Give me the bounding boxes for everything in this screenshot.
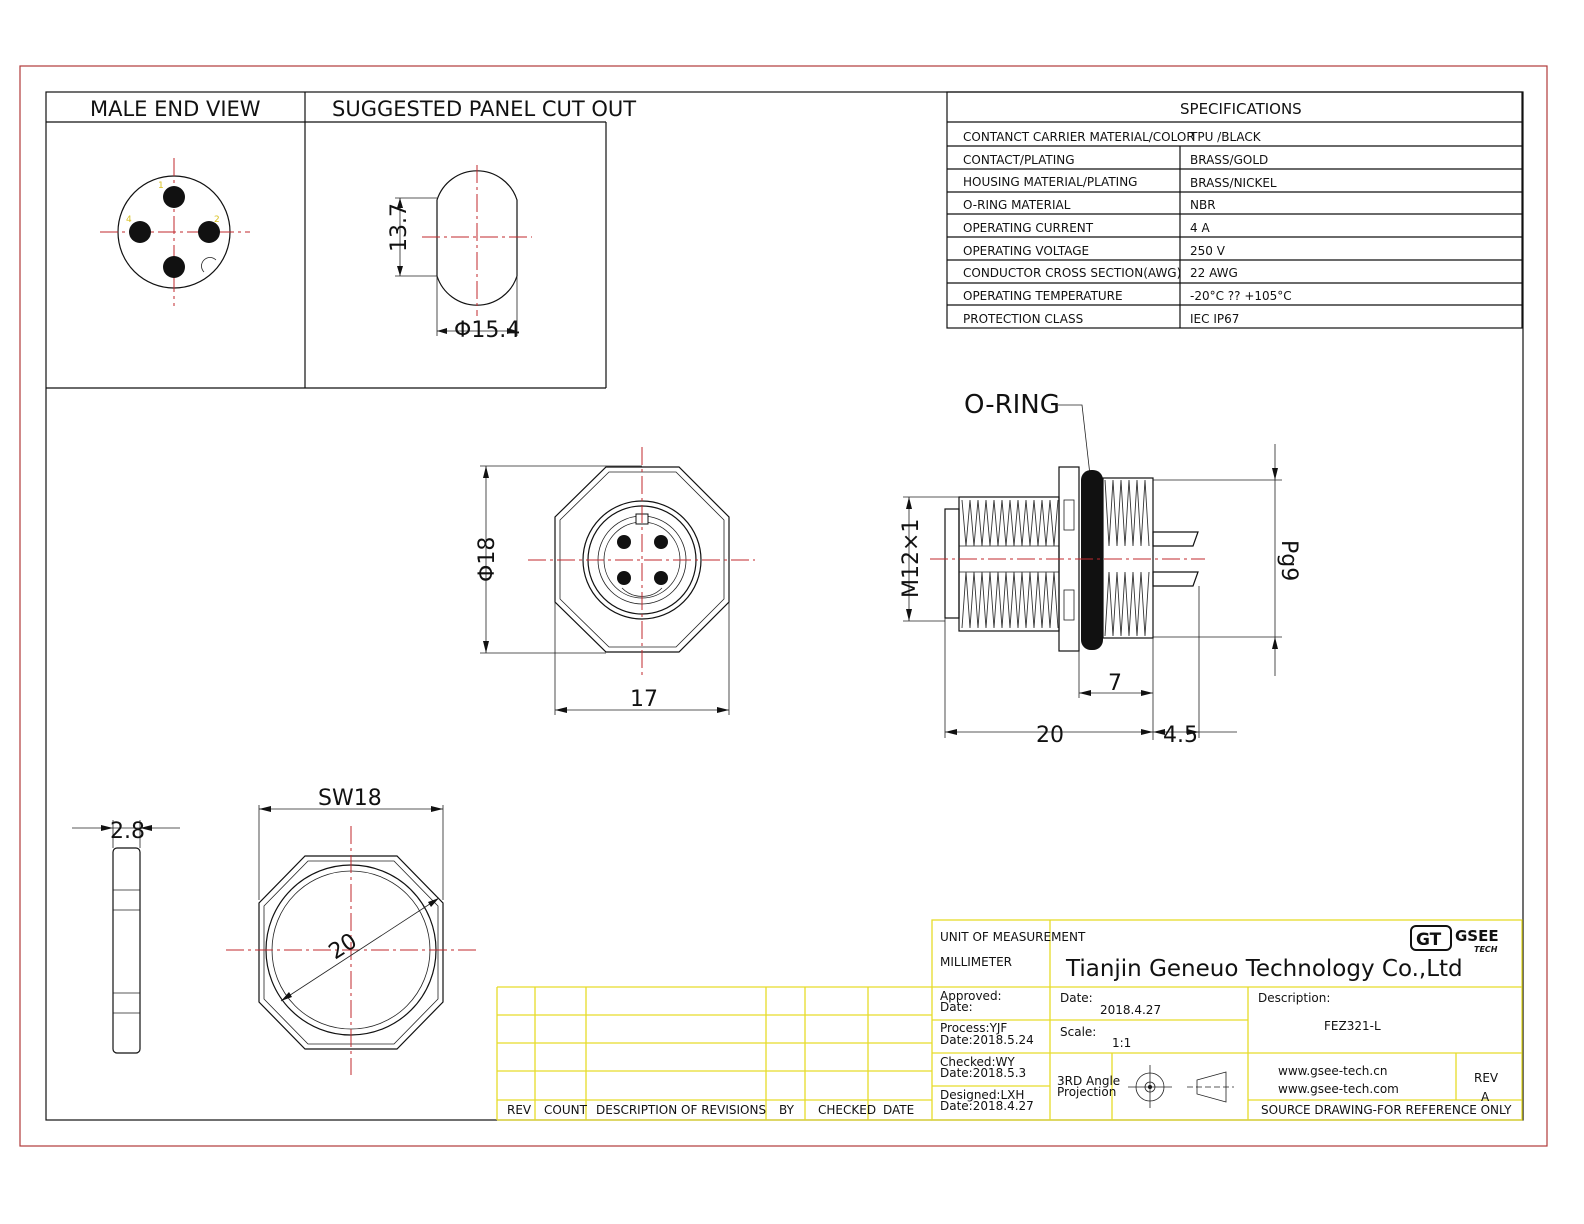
projection-label: 3RD Angle [1057, 1074, 1120, 1088]
spec-label: OPERATING VOLTAGE [963, 244, 1089, 258]
cutout-diameter-dim: Φ15.4 [454, 318, 520, 343]
spec-value: -20°C ?? +105°C [1190, 289, 1292, 303]
spec-value: TPU /BLACK [1189, 130, 1262, 144]
svg-text:2: 2 [214, 215, 220, 225]
spec-value: 250 V [1190, 244, 1226, 258]
logo-mark: GT [1416, 930, 1442, 950]
spec-value: 4 A [1190, 221, 1210, 235]
spec-label: CONDUCTOR CROSS SECTION(AWG) [963, 266, 1181, 280]
top-left-views: MALE END VIEW SUGGESTED PANEL CUT OUT 1 … [46, 92, 636, 389]
website-cn: www.gsee-tech.cn [1278, 1064, 1387, 1078]
spec-label: O-RING MATERIAL [963, 198, 1071, 212]
date-label: Date: [1060, 991, 1093, 1005]
spec-value: BRASS/NICKEL [1190, 176, 1277, 190]
outer-frame [19, 65, 1548, 1147]
by-header: BY [779, 1103, 795, 1117]
rev-label: REV [1474, 1071, 1499, 1085]
specifications-title: SPECIFICATIONS [1180, 100, 1302, 118]
description-label: Description: [1258, 991, 1330, 1005]
svg-text:1: 1 [158, 181, 164, 191]
count-header: COUNT [544, 1103, 588, 1117]
description-header: DESCRIPTION OF REVISIONS [596, 1103, 766, 1117]
logo-subtext: TECH [1474, 945, 1498, 954]
thread-dim: M12×1 [899, 519, 924, 598]
spec-value: IEC IP67 [1190, 312, 1239, 326]
male-end-view-title: MALE END VIEW [90, 97, 261, 121]
panel-cut-out: 13.7 Φ15.4 [387, 165, 532, 343]
unit-label: UNIT OF MEASUREMENT [940, 930, 1086, 944]
nut-sw-dim: SW18 [318, 786, 382, 811]
gsee-logo: GT GSEE TECH [1410, 925, 1499, 954]
svg-text:4: 4 [126, 215, 132, 225]
spec-value: 22 AWG [1190, 266, 1238, 280]
date-header: DATE [883, 1103, 914, 1117]
logo-text: GSEE [1455, 927, 1499, 945]
len-4-5-dim: 4.5 [1163, 723, 1198, 748]
spec-label: CONTANCT CARRIER MATERIAL/COLOR [963, 130, 1195, 144]
front-diameter-dim: Φ18 [475, 537, 500, 582]
website-com: www.gsee-tech.com [1278, 1082, 1399, 1096]
side-view: O-RING M12×1 Pg9 [899, 390, 1301, 748]
source-note: SOURCE DRAWING-FOR REFERENCE ONLY [1261, 1103, 1512, 1117]
checked-label: Checked:WY [940, 1055, 1015, 1069]
projection-label-2: Projection [1057, 1085, 1116, 1099]
revisions-table: REV COUNT DESCRIPTION OF REVISIONS BY CH… [496, 986, 932, 1121]
nut-diameter-dim: 20 [325, 929, 362, 965]
title-block: UNIT OF MEASUREMENT MILLIMETER Tianjin G… [931, 919, 1523, 1121]
checked-date: Date:2018.5.3 [940, 1066, 1026, 1080]
nut-side-view: 2.8 [72, 819, 180, 1054]
front-width-dim: 17 [630, 687, 658, 712]
scale-value: 1:1 [1112, 1036, 1131, 1050]
designed-date: Date:2018.4.27 [940, 1099, 1034, 1113]
male-end-view: 1 4 2 [100, 158, 250, 306]
spec-label: OPERATING TEMPERATURE [963, 289, 1123, 303]
oring-label: O-RING [964, 390, 1060, 420]
spec-label: CONTACT/PLATING [963, 153, 1075, 167]
date-value: 2018.4.27 [1100, 1003, 1161, 1017]
nut-thickness-dim: 2.8 [110, 819, 145, 844]
spec-label: OPERATING CURRENT [963, 221, 1094, 235]
description-value: FEZ321-L [1324, 1019, 1381, 1033]
specifications-table: SPECIFICATIONS CONTANCT CARRIER MATERIAL… [946, 91, 1523, 329]
rev-value: A [1481, 1090, 1490, 1104]
cutout-height-dim: 13.7 [387, 203, 412, 252]
scale-label: Scale: [1060, 1025, 1096, 1039]
panel-cut-out-title: SUGGESTED PANEL CUT OUT [332, 97, 636, 121]
third-angle-projection-icon [1128, 1065, 1234, 1108]
nut-front-view: 20 SW18 [226, 786, 476, 1075]
spec-label: PROTECTION CLASS [963, 312, 1083, 326]
rev-header: REV [507, 1103, 532, 1117]
process-date: Date:2018.5.24 [940, 1033, 1034, 1047]
spec-value: BRASS/GOLD [1190, 153, 1268, 167]
len-7-dim: 7 [1108, 671, 1122, 696]
len-20-dim: 20 [1036, 723, 1064, 748]
designed-label: Designed:LXH [940, 1088, 1024, 1102]
spec-value: NBR [1190, 198, 1216, 212]
unit-value: MILLIMETER [940, 955, 1012, 969]
approved-date: Date: [940, 1000, 973, 1014]
checked-header: CHECKED [818, 1103, 876, 1117]
front-view: Φ18 17 [475, 447, 755, 715]
process-label: Process:YJF [940, 1021, 1007, 1035]
approved-label: Approved: [940, 989, 1002, 1003]
company-name: Tianjin Geneuo Technology Co.,Ltd [1065, 956, 1463, 982]
pg-dim: Pg9 [1276, 540, 1301, 581]
spec-label: HOUSING MATERIAL/PLATING [963, 175, 1137, 189]
